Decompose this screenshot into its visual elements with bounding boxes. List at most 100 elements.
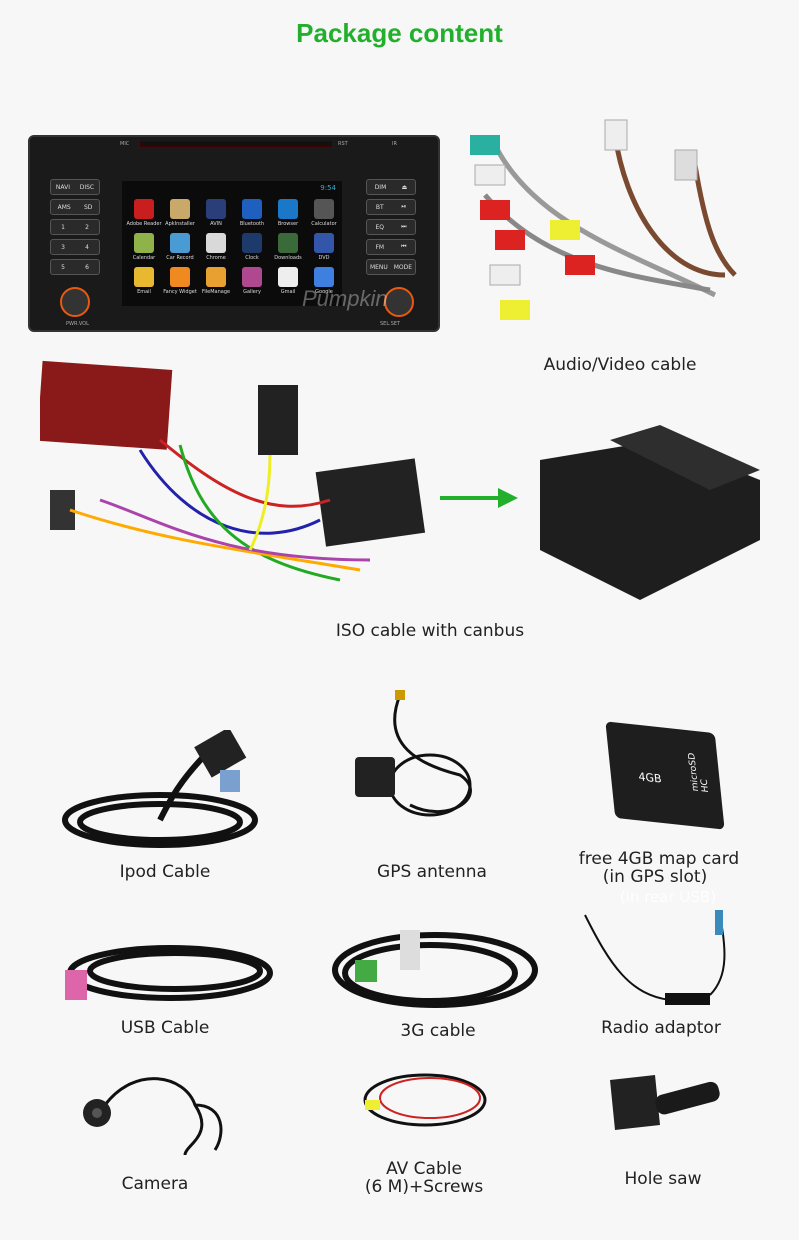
button-text: AMS <box>57 203 71 211</box>
app-icon-graphic <box>278 267 298 287</box>
card-label-line2: (in GPS slot) <box>602 867 708 887</box>
app-icon-graphic <box>242 233 262 253</box>
app-icon[interactable]: Calculator <box>306 199 342 227</box>
right-button-0[interactable]: DIM⏏ <box>366 179 416 195</box>
rst-label: RST <box>338 141 348 147</box>
right-button-2[interactable]: EQ⏭ <box>366 219 416 235</box>
arrow-icon <box>440 488 518 508</box>
app-icon-graphic <box>278 199 298 219</box>
app-label: Calculator <box>311 221 337 227</box>
app-icon[interactable]: Google <box>306 267 342 295</box>
radio-adaptor-image <box>584 910 726 1005</box>
app-icon-graphic <box>170 233 190 253</box>
app-label: DVD <box>318 255 330 261</box>
app-label: AVIN <box>210 221 222 227</box>
watermark-logo: Pumpkin <box>302 286 388 311</box>
app-label: Car Record <box>166 255 194 261</box>
button-text: BT <box>375 203 384 211</box>
app-icon[interactable]: FileManage <box>198 267 234 295</box>
button-text: 3 <box>61 243 65 251</box>
app-icon[interactable]: DVD <box>306 233 342 261</box>
button-text: DISC <box>79 183 95 191</box>
gps-antenna-label: GPS antenna <box>377 862 487 882</box>
iso-cable-image <box>40 360 426 582</box>
app-icon-graphic <box>206 199 226 219</box>
app-icon-graphic <box>242 267 262 287</box>
gps-antenna-image <box>355 690 472 817</box>
sd-card-image: 4GB microSD HC <box>605 721 725 830</box>
app-label: Gallery <box>243 289 261 295</box>
app-icon[interactable]: Bluetooth <box>234 199 270 227</box>
button-text: 6 <box>85 263 89 271</box>
av-cable-label-line1: AV Cable <box>386 1159 462 1179</box>
app-label: Email <box>137 289 151 295</box>
app-icon[interactable]: Fancy Widget <box>162 267 198 295</box>
button-text: ⏮ <box>401 243 407 250</box>
app-icon[interactable]: Downloads <box>270 233 306 261</box>
right-button-3[interactable]: FM⏮ <box>366 239 416 255</box>
app-icon[interactable]: Browser <box>270 199 306 227</box>
app-icon-graphic <box>314 233 334 253</box>
app-icon-graphic <box>278 233 298 253</box>
app-icon[interactable]: Email <box>126 267 162 295</box>
button-text: NAVI <box>55 183 70 191</box>
app-icon[interactable]: Clock <box>234 233 270 261</box>
app-icon-graphic <box>206 233 226 253</box>
app-icon-graphic <box>134 267 154 287</box>
card-label-ghost: (in rear USB) <box>619 888 717 906</box>
app-icon-graphic <box>170 199 190 219</box>
button-text: DIM <box>374 183 387 191</box>
button-text: 4 <box>85 243 89 251</box>
page-title: Package content <box>296 18 503 48</box>
usb-cable-image <box>65 945 273 1001</box>
app-icon[interactable]: Chrome <box>198 233 234 261</box>
hole-saw-image <box>610 1075 720 1130</box>
app-label: Calendar <box>132 255 156 261</box>
app-icon[interactable]: Calendar <box>126 233 162 261</box>
left-button-0[interactable]: NAVI DISC <box>50 179 100 195</box>
pwr-label: PWR.VOL <box>66 321 89 327</box>
audio-video-cable-image <box>470 119 737 320</box>
app-icon[interactable]: AVIN <box>198 199 234 227</box>
app-icon[interactable]: Gmail <box>270 267 306 295</box>
button-text: SD <box>83 203 93 211</box>
av-cable-label-line2: (6 M)+Screws <box>364 1177 484 1197</box>
app-icon-graphic <box>314 199 334 219</box>
app-icon-graphic <box>314 267 334 287</box>
left-button-1[interactable]: AMS SD <box>50 199 100 215</box>
app-label: Bluetooth <box>239 221 265 227</box>
right-button-1[interactable]: BT⏯ <box>366 199 416 215</box>
app-label: Downloads <box>274 255 302 261</box>
app-icon[interactable]: Car Record <box>162 233 198 261</box>
app-label: Browser <box>277 221 299 227</box>
app-icon[interactable]: ApkInstaller <box>162 199 198 227</box>
app-icon-graphic <box>170 267 190 287</box>
select-knob[interactable] <box>384 287 414 317</box>
volume-knob[interactable] <box>60 287 90 317</box>
usb-cable-label: USB Cable <box>120 1018 210 1038</box>
iso-cable-label: ISO cable with canbus <box>335 621 525 641</box>
mic-label: MIC <box>120 141 130 147</box>
button-text: 5 <box>61 263 65 271</box>
app-icon[interactable]: Adobe Reader <box>126 199 162 227</box>
camera-image <box>83 1077 223 1156</box>
camera-label: Camera <box>121 1174 189 1194</box>
app-label: Chrome <box>206 255 226 261</box>
button-text: EQ <box>375 223 385 231</box>
av-cable-label: Audio/Video cable <box>543 355 697 375</box>
button-text: MODE <box>393 263 413 271</box>
app-label: Fancy Widget <box>163 289 197 295</box>
sd-brand: microSD HC <box>687 752 712 794</box>
app-icon[interactable]: Gallery <box>234 267 270 295</box>
3g-cable-label: 3G cable <box>400 1021 476 1041</box>
app-label: Gmail <box>280 289 296 295</box>
app-label: Clock <box>245 255 259 261</box>
disc-slot <box>140 141 332 147</box>
